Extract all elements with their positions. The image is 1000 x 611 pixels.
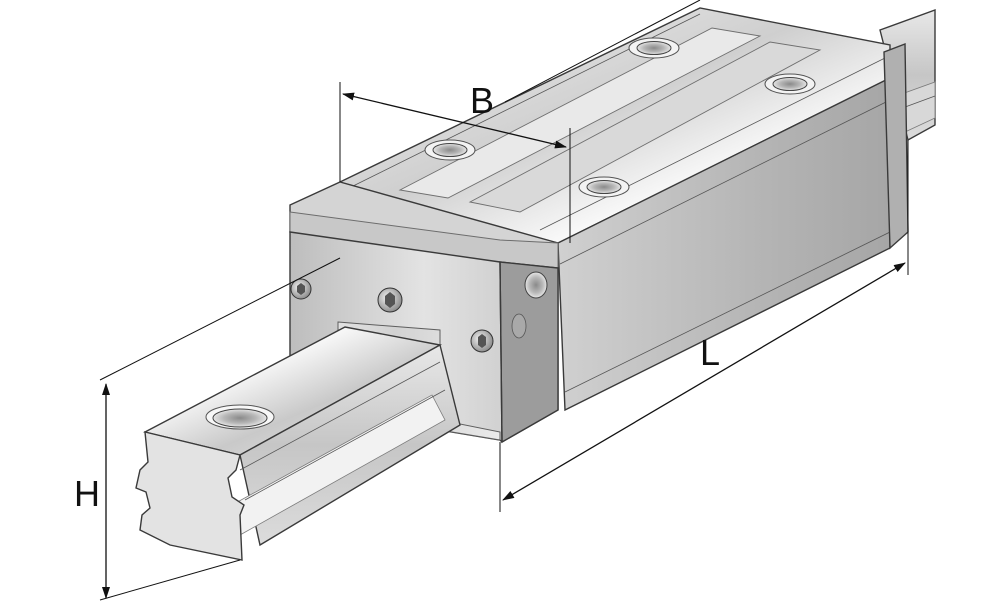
dimension-length-l: L <box>499 140 909 512</box>
screw-right <box>470 329 494 353</box>
screw-left <box>290 278 312 300</box>
dimension-label-b: B <box>470 80 494 121</box>
dimension-label-l: L <box>700 332 720 373</box>
mounting-holes <box>424 37 816 198</box>
dimension-width-b: B <box>339 0 701 243</box>
rail-end-profile <box>135 431 245 561</box>
end-plate-screws <box>290 278 494 353</box>
guide-rail <box>135 326 461 561</box>
rail-mounting-hole <box>205 404 275 430</box>
mounting-hole-1 <box>628 37 680 59</box>
dimension-height-h: H <box>74 257 341 601</box>
mounting-hole-4 <box>578 176 630 198</box>
dimension-label-h: H <box>74 473 100 514</box>
mounting-hole-2 <box>764 73 816 95</box>
mounting-hole-3 <box>424 139 476 161</box>
screw-center <box>377 287 403 313</box>
carriage-block <box>289 7 909 444</box>
